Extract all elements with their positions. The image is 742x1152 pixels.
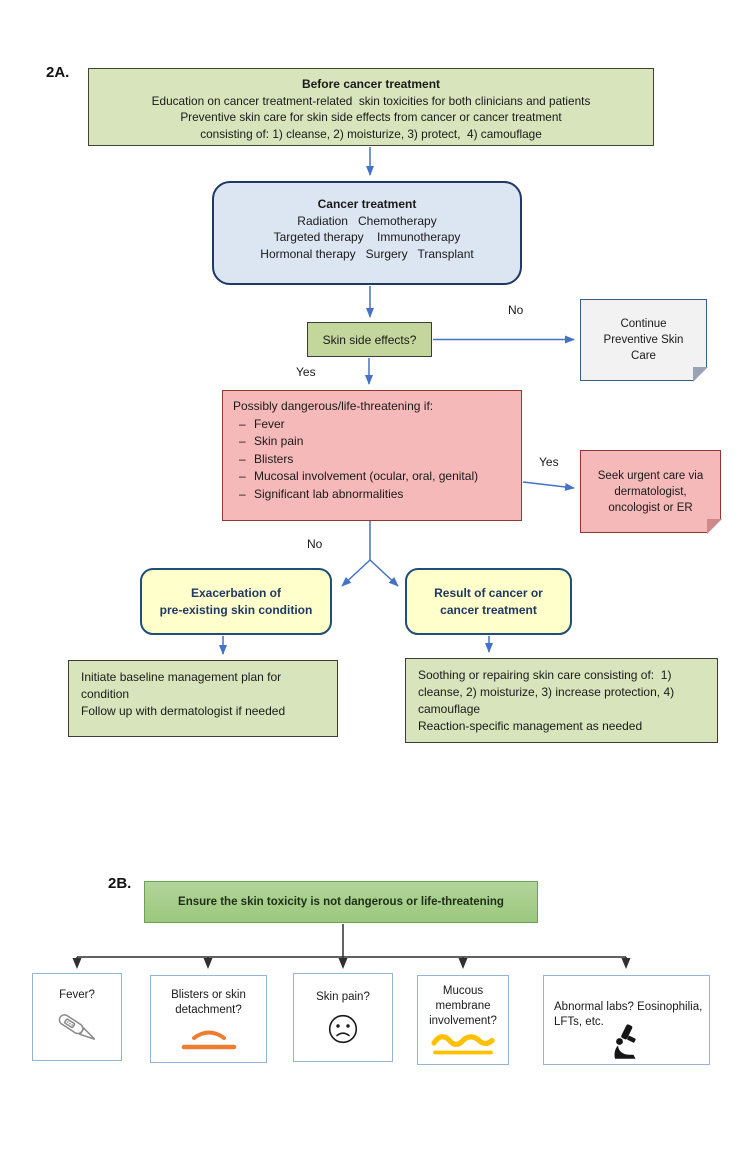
check-blisters-label: Blisters or skin detachment?	[171, 988, 250, 1016]
danger-criteria-text: Skin pain	[254, 434, 304, 448]
danger-criteria-text: Significant lab abnormalities	[254, 486, 404, 501]
before-treatment-line: Education on cancer treatment-related sk…	[151, 93, 591, 108]
check-pain-label: Skin pain?	[316, 990, 370, 1003]
sad-face-icon	[328, 1014, 358, 1043]
check-box-mucous-membrane: Mucous membrane involvement?	[417, 975, 509, 1065]
bullet-dash: –	[239, 451, 246, 466]
check-box-fever: Fever?	[32, 973, 122, 1061]
bullet-dash: –	[239, 434, 246, 448]
soothing-care-line: Reaction-specific management as needed	[418, 719, 643, 733]
branch-label-yes: Yes	[539, 455, 559, 469]
initiate-management-box: Initiate baseline management plan for co…	[68, 660, 338, 737]
danger-criteria-box: Possibly dangerous/life-threatening if: …	[222, 390, 522, 521]
section-2b-label: 2B.	[108, 875, 132, 892]
danger-criteria-item: – Skin pain	[233, 433, 513, 451]
bullet-dash: –	[239, 469, 246, 483]
check-box-abnormal-labs: Abnormal labs? Eosinophilia, LFTs, etc.	[543, 975, 710, 1065]
before-treatment-title: Before cancer treatment	[301, 77, 441, 91]
cancer-treatment-box: Cancer treatment Radiation Chemotherapy …	[212, 181, 522, 285]
exacerbation-box: Exacerbation of pre-existing skin condit…	[140, 568, 332, 635]
soothing-care-box: Soothing or repairing skin care consisti…	[405, 658, 718, 743]
soothing-care-line: Soothing or repairing skin care consisti…	[418, 668, 678, 716]
section-2a-label: 2A.	[46, 64, 70, 81]
result-of-cancer-box: Result of cancer or cancer treatment	[405, 568, 572, 635]
folded-corner-icon	[693, 367, 708, 382]
branch-label-no: No	[508, 303, 524, 317]
skin-side-effects-question-box: Skin side effects?	[307, 322, 432, 357]
seek-urgent-care-note: Seek urgent care via dermatologist, onco…	[580, 450, 722, 534]
check-fever-label: Fever?	[59, 989, 95, 1001]
microscope-icon	[614, 1024, 636, 1059]
folded-corner-icon	[707, 519, 722, 534]
bullet-dash: –	[239, 486, 246, 501]
ensure-not-dangerous-box: Ensure the skin toxicity is not dangerou…	[144, 881, 538, 923]
exacerbation-line: Exacerbation of	[190, 586, 282, 600]
thermometer-icon	[58, 1014, 96, 1040]
before-treatment-line: Preventive skin care for skin side effec…	[180, 110, 562, 124]
before-treatment-box: Before cancer treatment Education on can…	[88, 68, 654, 146]
skin-side-effects-question: Skin side effects?	[322, 332, 417, 347]
danger-criteria-item: – Blisters	[233, 451, 513, 469]
seek-urgent-care-text: Seek urgent care via dermatologist, onco…	[597, 469, 707, 514]
check-box-skin-pain: Skin pain?	[293, 973, 393, 1062]
branch-label-no: No	[307, 537, 323, 551]
blister-icon	[181, 1030, 236, 1049]
cancer-treatment-line: Radiation Chemotherapy	[297, 213, 437, 228]
danger-criteria-item: – Fever	[233, 416, 513, 434]
ensure-not-dangerous-text: Ensure the skin toxicity is not dangerou…	[178, 896, 504, 908]
danger-criteria-item: – Significant lab abnormalities	[233, 486, 513, 504]
continue-preventive-care-note: Continue Preventive Skin Care	[580, 299, 708, 382]
cancer-treatment-line: Hormonal therapy Surgery Transplant	[260, 246, 474, 261]
initiate-management-line: Initiate baseline management plan for co…	[81, 670, 285, 701]
check-mucous-label: Mucous membrane involvement?	[429, 985, 497, 1027]
cancer-treatment-line: Targeted therapy Immunotherapy	[273, 230, 461, 244]
initiate-management-line: Follow up with dermatologist if needed	[81, 704, 286, 718]
check-labs-label: Abnormal labs? Eosinophilia, LFTs, etc.	[554, 1001, 706, 1028]
exacerbation-line: pre-existing skin condition	[159, 602, 313, 617]
result-of-cancer-text: Result of cancer or cancer treatment	[434, 586, 547, 617]
danger-criteria-text: Mucosal involvement (ocular, oral, genit…	[254, 469, 479, 483]
bullet-dash: –	[239, 416, 246, 431]
continue-preventive-care-text: Continue Preventive Skin Care	[603, 318, 687, 362]
before-treatment-line: consisting of: 1) cleanse, 2) moisturize…	[200, 126, 542, 141]
danger-criteria-item: – Mucosal involvement (ocular, oral, gen…	[233, 468, 513, 486]
branch-label-yes: Yes	[296, 365, 316, 379]
danger-criteria-text: Blisters	[254, 451, 294, 466]
danger-criteria-text: Fever	[254, 416, 285, 431]
cancer-treatment-title: Cancer treatment	[317, 197, 417, 211]
check-box-blisters: Blisters or skin detachment?	[150, 975, 267, 1063]
mucous-membrane-icon	[431, 1034, 495, 1055]
danger-criteria-title: Possibly dangerous/life-threatening if:	[233, 399, 434, 413]
